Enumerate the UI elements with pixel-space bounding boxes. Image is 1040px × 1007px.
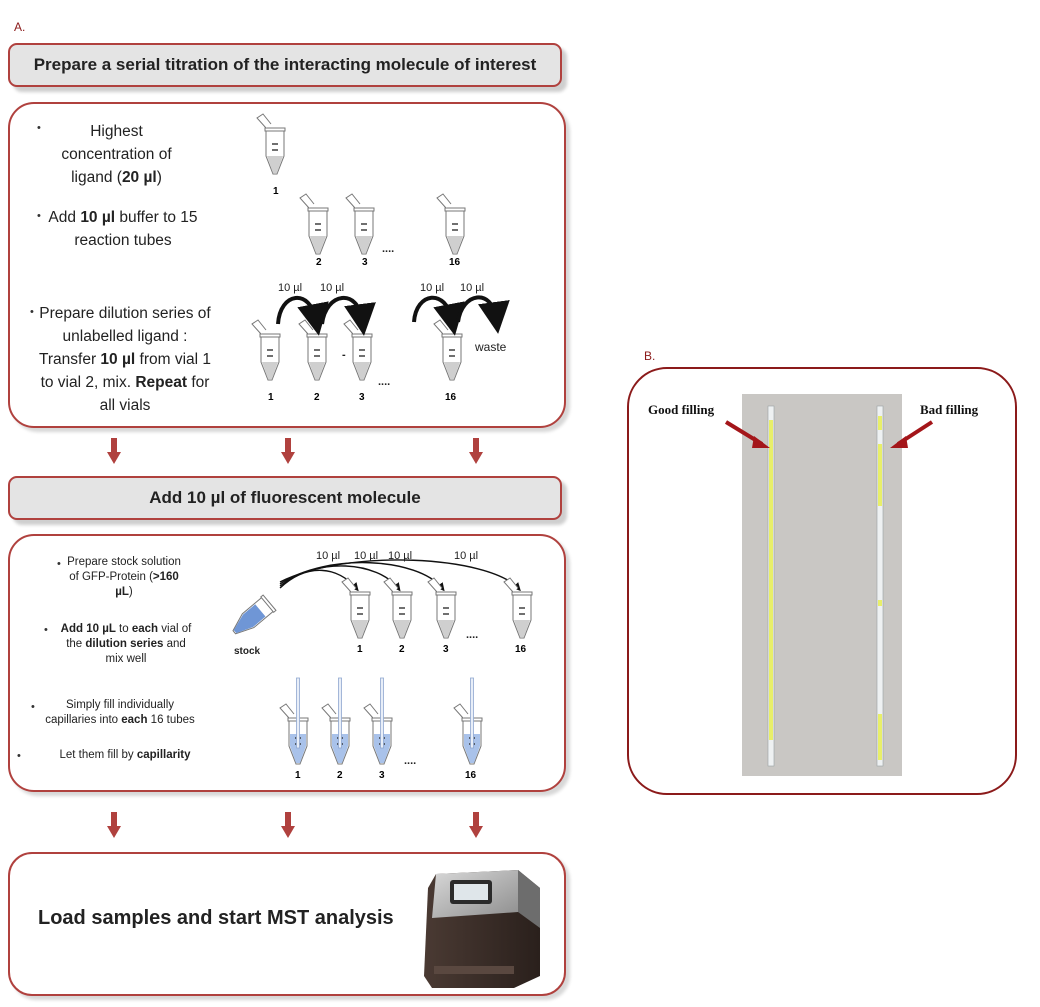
bullet-dot: • — [30, 306, 34, 318]
transfer-arrow — [456, 295, 510, 334]
transfer-arrow — [279, 565, 401, 592]
ellipsis: .... — [466, 629, 478, 641]
tube-label: 1 — [295, 770, 301, 781]
bullet-dot: • — [44, 624, 48, 636]
step1-bullet3-text: Prepare dilution series of unlabelled li… — [38, 305, 212, 414]
panel-b-label: B. — [644, 349, 656, 363]
tube-label: 3 — [362, 257, 368, 268]
tube-label: 3 — [443, 644, 449, 655]
stock-tube — [232, 594, 277, 635]
transfer-arrow — [279, 561, 445, 592]
transfer-arrow — [279, 559, 521, 592]
tube-label: 2 — [316, 257, 322, 268]
panel-a-label: A. — [14, 20, 26, 34]
waste-label: waste — [474, 340, 507, 354]
step1-header-text: Prepare a serial titration of the intera… — [33, 55, 537, 74]
mst-instrument-image — [424, 870, 540, 988]
step1-body — [8, 102, 566, 428]
transfer-arrow — [320, 296, 376, 336]
step1-bullet1-text: Highest concentration of ligand (20 µl) — [61, 123, 172, 186]
tube-label: 2 — [399, 644, 405, 655]
transfer-volume-label: 10 µl — [278, 282, 302, 294]
capillary-tube-1 — [279, 677, 309, 765]
tube-3-mid — [345, 193, 375, 255]
capillary-tube-3 — [363, 677, 393, 765]
tube-label: 16 — [445, 392, 457, 403]
good-filling-pointer-arrow — [724, 420, 770, 448]
transfer-volume-label: 10 µl — [454, 550, 478, 562]
tube-label: 16 — [465, 770, 477, 781]
tube-2-bottom — [298, 319, 328, 381]
bad-capillary-fill-segment — [878, 714, 882, 760]
tube-label: 1 — [273, 186, 279, 197]
bullet-dot: • — [31, 701, 35, 713]
bad-filling-pointer-arrow — [890, 420, 934, 448]
dash: - — [342, 349, 346, 361]
capillary-tube-2 — [321, 677, 351, 765]
tube-label: 1 — [357, 644, 363, 655]
ellipsis: .... — [404, 755, 416, 767]
tube-1-top — [256, 113, 286, 175]
good-capillary-fill — [769, 420, 773, 740]
transfer-arrow — [412, 295, 465, 336]
tube-label: 3 — [379, 770, 385, 781]
step3-text: Load samples and start MST analysis — [38, 907, 394, 929]
step1-header: Prepare a serial titration of the intera… — [8, 43, 562, 87]
ellipsis: .... — [378, 376, 390, 388]
bad-filling-label: Bad filling — [920, 402, 979, 417]
step2-bullet3-text: Simply fill individually capillaries int… — [45, 699, 195, 726]
dilution-series-illustration: 1 2 3 16 .... 1 2 3 16 - .... 10 µl 10 µ… — [251, 113, 510, 403]
transfer-volume-label: 10 µl — [420, 282, 444, 294]
capillary-photo — [742, 394, 902, 776]
down-arrow — [107, 438, 121, 464]
bad-capillary-fill-segment — [878, 416, 882, 430]
transfer-volume-label: 10 µl — [460, 282, 484, 294]
tube-label: 2 — [314, 392, 320, 403]
tube-label: 2 — [337, 770, 343, 781]
tube-label: 16 — [449, 257, 461, 268]
tube-3-bottom — [343, 319, 373, 381]
down-arrow — [281, 438, 295, 464]
bullet-dot: • — [37, 210, 41, 222]
tube-label: 1 — [268, 392, 274, 403]
step2-bullet4-text: Let them fill by capillarity — [59, 749, 191, 761]
tube-2-mid — [299, 193, 329, 255]
bullet-dot: • — [17, 750, 21, 762]
transfer-volume-label: 10 µl — [320, 282, 344, 294]
step2-header-text: Add 10 µl of fluorescent molecule — [149, 488, 421, 507]
fluorescent-addition-illustration: stock 10 µl 10 µl 10 µl 10 µl 1 2 3 16 .… — [232, 550, 533, 781]
tube-16-mid — [436, 193, 466, 255]
down-arrow — [281, 812, 295, 838]
tube-label: 3 — [359, 392, 365, 403]
step2-bullet2-text: Add 10 µL to each vial of the dilution s… — [60, 623, 192, 665]
good-filling-label: Good filling — [648, 402, 715, 417]
bullet-dot: • — [57, 558, 61, 570]
transfer-arrow — [276, 296, 329, 336]
capillary-tube-16 — [453, 677, 483, 765]
transfer-volume-label: 10 µl — [354, 550, 378, 562]
tube-label: 16 — [515, 644, 527, 655]
tube-1-bottom — [251, 319, 281, 381]
step1-bullet2-text: Add 10 µl buffer to 15 reaction tubes — [48, 209, 198, 249]
bullet-dot: • — [37, 122, 41, 134]
bad-capillary-fill-segment — [878, 600, 882, 606]
down-arrow — [469, 812, 483, 838]
step2-bullet1-text: Prepare stock solution of GFP-Protein (>… — [67, 556, 181, 598]
down-arrow — [107, 812, 121, 838]
transfer-volume-label: 10 µl — [388, 550, 412, 562]
down-arrow — [469, 438, 483, 464]
ellipsis: .... — [382, 243, 394, 255]
tube-16-bottom — [433, 319, 463, 381]
step2-header: Add 10 µl of fluorescent molecule — [8, 476, 562, 520]
stock-label: stock — [234, 646, 261, 657]
bad-capillary-fill-segment — [878, 444, 882, 506]
transfer-volume-label: 10 µl — [316, 550, 340, 562]
bad-capillary — [876, 405, 884, 767]
